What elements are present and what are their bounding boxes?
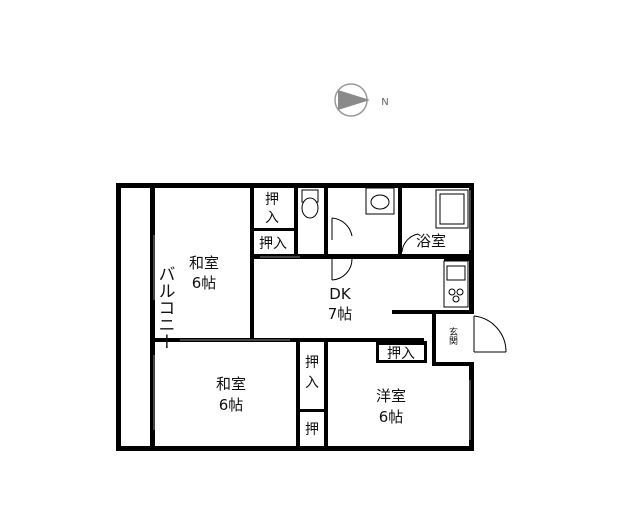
bathroom-name: 浴室	[416, 232, 446, 250]
closet-top-iri: 入	[265, 210, 279, 226]
washitsu-top-size: 6帖	[192, 274, 217, 292]
compass-arrow-icon	[338, 90, 370, 110]
yoshitsu-size: 6帖	[379, 408, 404, 426]
dk-size: 7帖	[328, 305, 353, 323]
doors	[331, 217, 507, 353]
closet-mid-iri: 入	[305, 375, 319, 391]
bathroom-door	[401, 233, 419, 253]
closet-bottom-label: 押	[305, 422, 319, 438]
closet-right-label: 押入	[387, 346, 415, 362]
balcony-char-1: バルコニー	[90, 265, 175, 348]
outer-walls	[116, 183, 474, 451]
toilet-bowl	[301, 197, 319, 219]
closet-small-label: 押入	[259, 236, 287, 252]
room-labels: バルコニー 和室 6帖 DK 7帖 和室 6帖 洋室 6帖 浴室 玄関	[90, 232, 458, 426]
closet-mid-oshi: 押	[305, 355, 319, 371]
compass: N	[334, 83, 389, 117]
washitsu-bottom-name: 和室	[216, 375, 246, 393]
washitsu-top-name: 和室	[189, 254, 219, 272]
balcony-label: バルコニー	[90, 265, 175, 348]
closet-labels: 押 入 押入 押 入 押 押入	[259, 192, 415, 438]
fixtures	[301, 187, 469, 308]
dk-name: DK	[329, 285, 352, 303]
closet-top-oshi: 押	[265, 192, 279, 208]
windows	[153, 190, 471, 440]
interior-walls	[150, 183, 474, 451]
compass-north-label: N	[381, 97, 388, 108]
washitsu-bottom-size: 6帖	[219, 396, 244, 414]
yoshitsu-name: 洋室	[376, 387, 406, 405]
entrance-name: 玄関	[447, 326, 458, 346]
